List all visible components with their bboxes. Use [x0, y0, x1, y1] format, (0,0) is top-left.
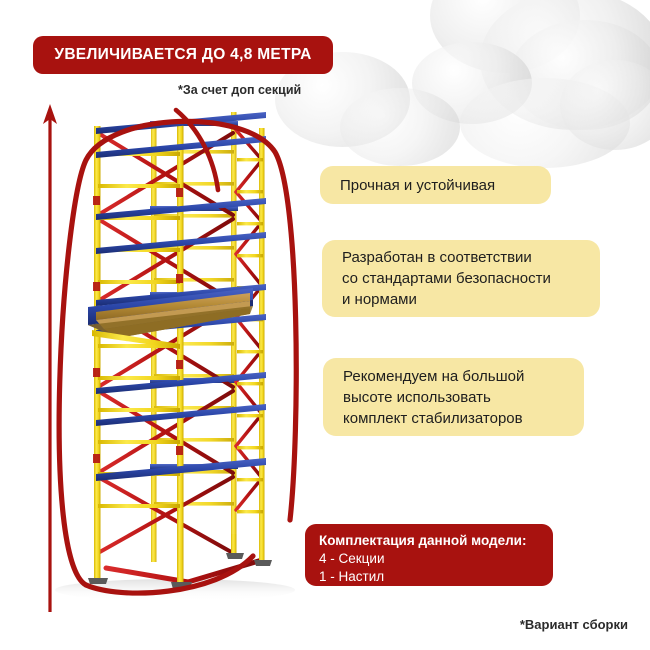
feature-card-standards: Разработан в соответствии со стандартами… — [322, 240, 600, 317]
feature-card-line: и нормами — [342, 291, 417, 308]
assembly-footnote: *Вариант сборки — [519, 617, 628, 632]
tower-body — [88, 112, 272, 589]
feature-card-line: высоте использовать — [343, 388, 491, 406]
feature-card-line: комплект стабилизаторов — [343, 409, 523, 427]
feature-card-line: Разработан в соответствии — [342, 249, 532, 266]
feature-card-line: Прочная и устойчивая — [340, 176, 496, 194]
headline-banner: УВЕЛИЧИВАЕТСЯ ДО 4,8 МЕТРА — [33, 36, 333, 74]
configuration-card-line: 4 - Секции — [319, 551, 385, 566]
headline-banner-text: УВЕЛИЧИВАЕТСЯ ДО 4,8 МЕТРА — [54, 46, 312, 63]
feature-card-line: Рекомендуем на большой — [343, 367, 525, 385]
configuration-card-line: 1 - Настил — [319, 569, 385, 584]
height-arrow — [43, 104, 57, 612]
platform-deck — [88, 288, 253, 349]
feature-card-line: со стандартами безопасности — [342, 270, 551, 287]
tower-feet — [88, 534, 272, 589]
sections-footnote: *За счет доп секций — [178, 83, 302, 97]
configuration-card-title: Комплектация данной модели: — [319, 533, 527, 548]
product-highlight-outline — [56, 107, 299, 596]
base-stabilizer — [103, 557, 265, 585]
feature-card-sturdy: Прочная и устойчивая — [320, 166, 551, 204]
feature-card-stabilizers: Рекомендуем на большой высоте использова… — [323, 358, 584, 436]
configuration-card: Комплектация данной модели: 4 - Секции 1… — [305, 524, 553, 586]
